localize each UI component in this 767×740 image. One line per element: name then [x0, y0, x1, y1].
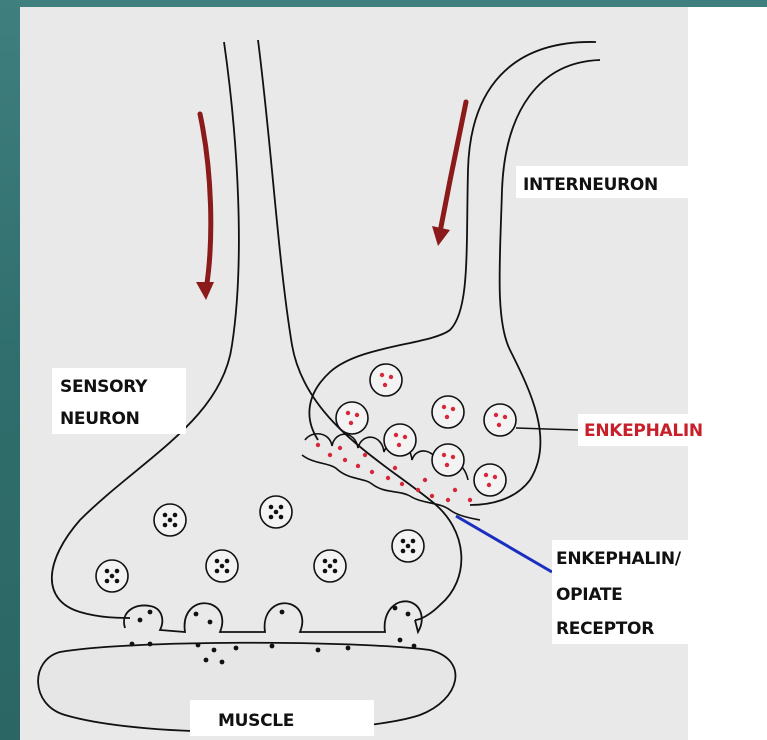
interneuron-label: INTERNEURON [523, 175, 658, 195]
sensory-signal-arrow [196, 114, 214, 300]
neurotransmitter-vesicles [96, 496, 424, 592]
receptor-label-line3: RECEPTOR [556, 619, 654, 639]
muscle-label: MUSCLE [218, 711, 294, 731]
receptor-label-line1: ENKEPHALIN/ [556, 549, 682, 569]
sensory-neuron-outline-right [258, 40, 461, 620]
receptor-pointer-line [456, 516, 552, 572]
enkephalin-label: ENKEPHALIN [584, 421, 703, 441]
sensory-neuron-outline [52, 42, 239, 618]
sensory-label-line1: SENSORY [60, 377, 148, 397]
enkephalin-vesicles [336, 364, 516, 496]
sensory-label-line2: NEURON [60, 409, 140, 429]
receptor-label-line2: OPIATE [556, 585, 622, 605]
enkephalin-pointer-line [516, 428, 578, 430]
sensory-terminal-membrane [124, 601, 422, 632]
interneuron-signal-arrow [432, 102, 466, 246]
interneuron-outline [309, 42, 596, 440]
